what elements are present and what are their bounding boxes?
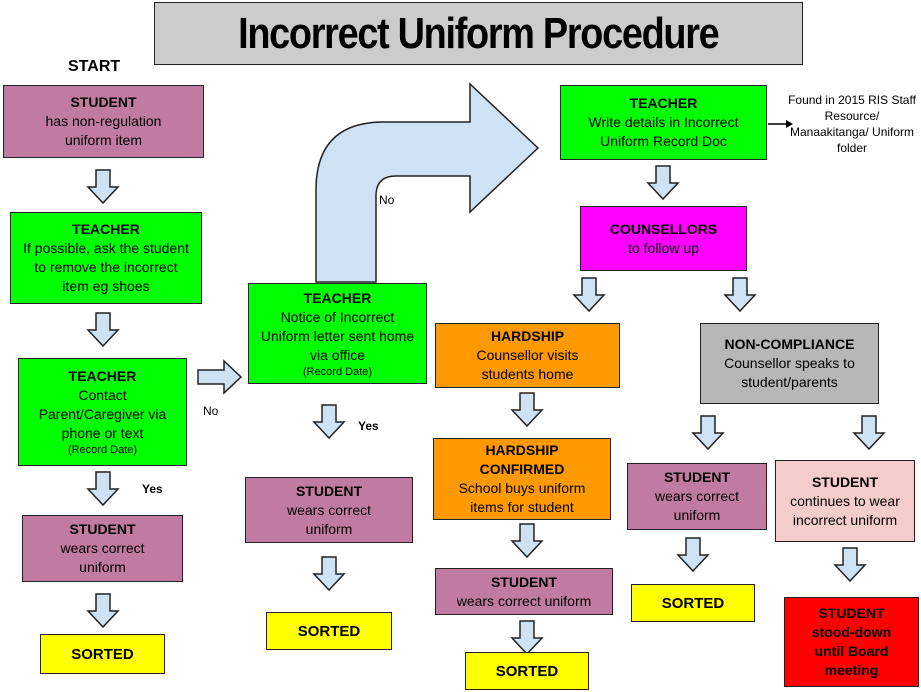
node-teacher-record: TEACHER Write details in Incorrect Unifo… <box>560 85 767 160</box>
node-heading: COUNSELLORS <box>609 220 718 237</box>
node-heading: TEACHER <box>629 95 698 111</box>
label-no-2: No <box>379 193 395 207</box>
arrow-down-4 <box>87 593 119 628</box>
title-banner: Incorrect Uniform Procedure <box>154 2 803 65</box>
node-sorted-1: SORTED <box>40 634 165 674</box>
start-label: START <box>68 58 121 75</box>
arrow-down-12 <box>511 620 543 655</box>
node-heading: STUDENT <box>490 573 558 590</box>
arrow-curve-big <box>315 82 540 283</box>
node-heading: STUDENT <box>69 521 136 537</box>
node-heading: TEACHER <box>303 289 372 306</box>
arrow-down-9 <box>724 277 756 312</box>
node-text: STUDENT stood-down until Board meeting <box>811 605 892 678</box>
node-heading: TEACHER <box>68 368 137 384</box>
node-teacher-remove: TEACHER If possible, ask the student to … <box>10 212 202 304</box>
node-text: Counsellor visits students home <box>476 347 579 382</box>
node-text: SORTED <box>71 645 134 663</box>
node-note: (Record Date) <box>302 365 373 378</box>
node-sorted-2: SORTED <box>266 612 392 650</box>
arrow-down-11 <box>511 523 543 558</box>
node-text: Notice of Incorrect Uniform letter sent … <box>260 308 415 363</box>
node-student-continues: STUDENT continues to wear incorrect unif… <box>775 460 915 542</box>
arrow-down-14 <box>853 415 885 450</box>
node-heading: HARDSHIP CONFIRMED <box>479 442 565 477</box>
node-heading: TEACHER <box>72 221 140 237</box>
label-no-1: No <box>203 404 219 418</box>
node-text: Contact Parent/Caregiver via phone or te… <box>38 387 167 441</box>
node-student-correct-2: STUDENT wears correct uniform <box>245 477 413 543</box>
node-heading: HARDSHIP <box>490 328 565 344</box>
node-text: Counsellor speaks to student/parents <box>724 355 855 390</box>
arrow-down-13 <box>692 415 724 450</box>
node-hardship: HARDSHIP Counsellor visits students home <box>435 323 620 388</box>
node-text: SORTED <box>297 622 361 640</box>
node-sorted-4: SORTED <box>631 584 755 622</box>
arrow-down-7 <box>647 165 679 200</box>
arrow-down-5 <box>313 404 345 439</box>
node-heading: NON-COMPLIANCE <box>724 336 855 352</box>
node-text: continues to wear incorrect uniform <box>790 492 900 528</box>
arrow-down-8 <box>573 277 605 312</box>
node-text: wears correct uniform <box>456 592 592 609</box>
arrow-down-2 <box>87 312 119 347</box>
node-student-correct-4: STUDENT wears correct uniform <box>627 463 767 530</box>
node-text: wears correct uniform <box>286 501 372 537</box>
node-text: School buys uniform items for student <box>458 480 586 515</box>
node-text: wears correct uniform <box>654 488 740 523</box>
arrow-down-3 <box>87 471 119 506</box>
node-hardship-confirmed: HARDSHIP CONFIRMED School buys uniform i… <box>433 438 611 520</box>
node-text: Write details in Incorrect Uniform Recor… <box>588 114 739 149</box>
label-yes-2: Yes <box>358 419 379 433</box>
arrow-down-6 <box>313 556 345 591</box>
node-text: has non-regulation uniform item <box>45 113 162 148</box>
node-heading: STUDENT <box>295 482 363 499</box>
node-heading: STUDENT <box>663 469 731 485</box>
node-text: to follow up <box>628 239 699 256</box>
node-counsellors: COUNSELLORS to follow up <box>580 206 747 271</box>
node-student-correct-1: STUDENT wears correct uniform <box>22 515 183 582</box>
node-heading: STUDENT <box>811 473 879 490</box>
arrow-down-15 <box>677 537 709 572</box>
node-sorted-3: SORTED <box>465 652 589 690</box>
node-note: (Record Date) <box>67 444 138 456</box>
node-heading: STUDENT <box>70 94 137 110</box>
node-teacher-letter: TEACHER Notice of Incorrect Uniform lett… <box>248 283 427 384</box>
node-text: wears correct uniform <box>60 540 145 575</box>
arrow-down-10 <box>511 392 543 427</box>
arrow-down-1 <box>87 169 119 204</box>
arrow-down-16 <box>834 547 866 582</box>
node-text: SORTED <box>661 594 725 612</box>
node-stood-down: STUDENT stood-down until Board meeting <box>784 597 919 687</box>
node-teacher-contact: TEACHER Contact Parent/Caregiver via pho… <box>18 358 187 466</box>
node-student-start: STUDENT has non-regulation uniform item <box>3 85 204 158</box>
node-text: SORTED <box>495 662 559 680</box>
node-text: If possible, ask the student to remove t… <box>23 240 189 294</box>
note-found-in: Found in 2015 RIS Staff Resource/ Manaak… <box>788 93 916 155</box>
page-title: Incorrect Uniform Procedure <box>238 8 720 58</box>
arrow-right-1 <box>197 359 243 395</box>
label-yes-1: Yes <box>142 482 163 496</box>
node-non-compliance: NON-COMPLIANCE Counsellor speaks to stud… <box>700 323 879 404</box>
node-student-correct-3: STUDENT wears correct uniform <box>435 568 613 615</box>
